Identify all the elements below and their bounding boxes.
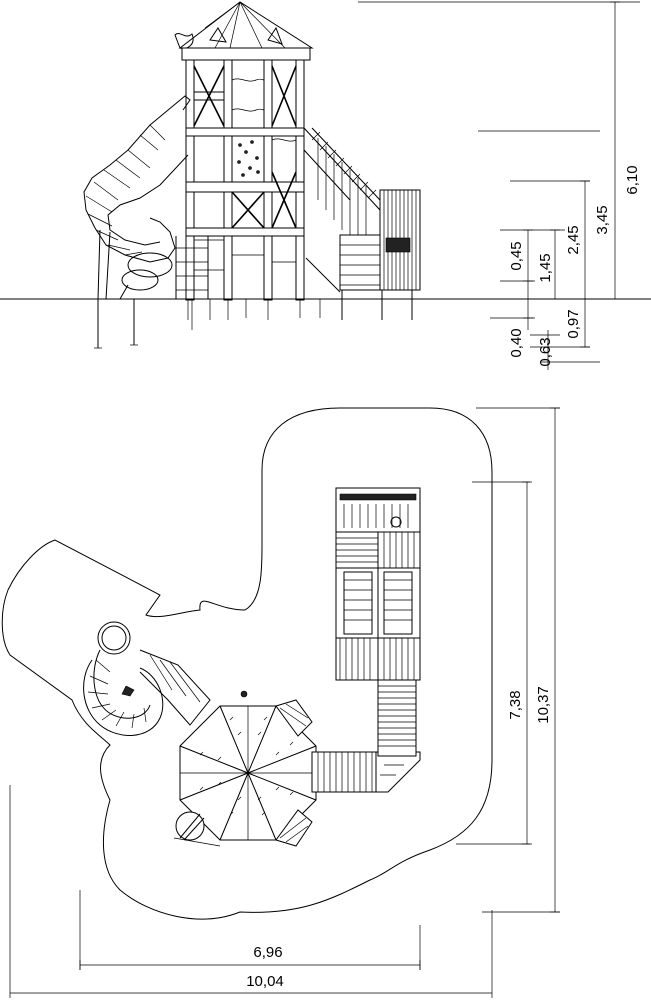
bridge-walkway-plan bbox=[311, 751, 421, 793]
climbing-wall-panel bbox=[231, 135, 265, 183]
dim-label-6-96: 6,96 bbox=[253, 944, 282, 961]
staircase-elevation bbox=[303, 127, 381, 250]
tower-roof-plan bbox=[173, 690, 317, 847]
dim-label-0-45: 0,45 bbox=[508, 241, 525, 270]
plan-view bbox=[1, 407, 560, 998]
stair-run-plan bbox=[377, 679, 417, 757]
dim-label-0-40: 0,40 bbox=[508, 328, 525, 357]
deck-platforms-plan bbox=[335, 487, 421, 681]
tube-slide-elevation bbox=[83, 95, 191, 349]
dim-label-10-04: 10,04 bbox=[246, 973, 284, 990]
dim-label-0-63: 0,63 bbox=[537, 337, 554, 366]
dim-label-2-45: 2,45 bbox=[565, 225, 582, 254]
elevation-view bbox=[0, 1, 651, 370]
tower-elevation bbox=[174, 1, 421, 330]
dim-label-1-45: 1,45 bbox=[537, 253, 554, 282]
tube-slide-plan bbox=[83, 621, 211, 736]
plan-dimension-lines bbox=[9, 407, 560, 998]
low-deck-elevation bbox=[305, 189, 421, 320]
dim-label-6-10: 6,10 bbox=[624, 165, 641, 194]
dim-label-3-45: 3,45 bbox=[594, 205, 611, 234]
ladder-elevation bbox=[175, 236, 209, 299]
tower-posts bbox=[185, 59, 305, 301]
dim-label-7-38: 7,38 bbox=[507, 690, 524, 719]
tower-roof bbox=[178, 1, 314, 49]
elevation-dimension-lines bbox=[358, 1, 640, 370]
dim-label-0-97: 0,97 bbox=[565, 309, 582, 338]
tower-cross-braces bbox=[193, 65, 297, 229]
dim-label-10-37: 10,37 bbox=[535, 686, 552, 724]
safety-area-outline bbox=[1, 407, 493, 920]
